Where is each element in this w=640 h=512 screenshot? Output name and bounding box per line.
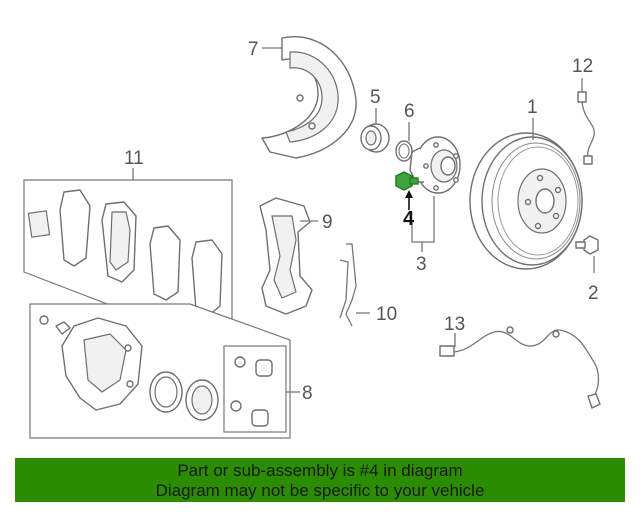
callout-11: 11 bbox=[124, 148, 144, 169]
callout-8: 8 bbox=[302, 383, 313, 404]
banner-line-2: Diagram may not be specific to your vehi… bbox=[155, 481, 485, 500]
callout-10: 10 bbox=[376, 304, 397, 325]
callout-3: 3 bbox=[416, 254, 427, 275]
callout-9: 9 bbox=[322, 212, 333, 233]
callout-4: 4 bbox=[403, 208, 415, 230]
part-9-caliper-bracket[interactable] bbox=[259, 197, 313, 315]
part-8-seal-kit[interactable] bbox=[230, 356, 273, 427]
part-5-bearing[interactable] bbox=[360, 123, 390, 153]
callout-2: 2 bbox=[588, 283, 599, 304]
callout-13: 13 bbox=[444, 314, 465, 335]
part-12-wear-sensor[interactable] bbox=[577, 91, 595, 165]
banner-line-1: Part or sub-assembly is #4 in diagram bbox=[177, 461, 463, 480]
callout-12: 12 bbox=[572, 56, 593, 77]
part-11-brake-pads[interactable] bbox=[27, 189, 223, 317]
caliper-assembly[interactable] bbox=[39, 315, 219, 421]
callout-7: 7 bbox=[248, 39, 259, 60]
callout-6: 6 bbox=[404, 101, 415, 122]
part-1-brake-rotor[interactable] bbox=[469, 132, 583, 270]
callout-1: 1 bbox=[527, 97, 538, 118]
callout-5: 5 bbox=[370, 87, 381, 108]
info-banner: Part or sub-assembly is #4 in diagram Di… bbox=[15, 458, 625, 502]
part-10-pad-clip[interactable] bbox=[339, 243, 357, 327]
brake-parts-diagram: 7 5 6 3 4 bbox=[23, 36, 601, 439]
part-4-hub-bolt[interactable] bbox=[395, 171, 419, 191]
part-7-dust-shield[interactable] bbox=[261, 36, 357, 159]
part-13-abs-sensor[interactable] bbox=[439, 326, 601, 409]
part-2-screw[interactable] bbox=[575, 235, 599, 255]
part-3-hub[interactable] bbox=[409, 136, 461, 194]
part-6-snap-ring[interactable] bbox=[395, 140, 413, 162]
